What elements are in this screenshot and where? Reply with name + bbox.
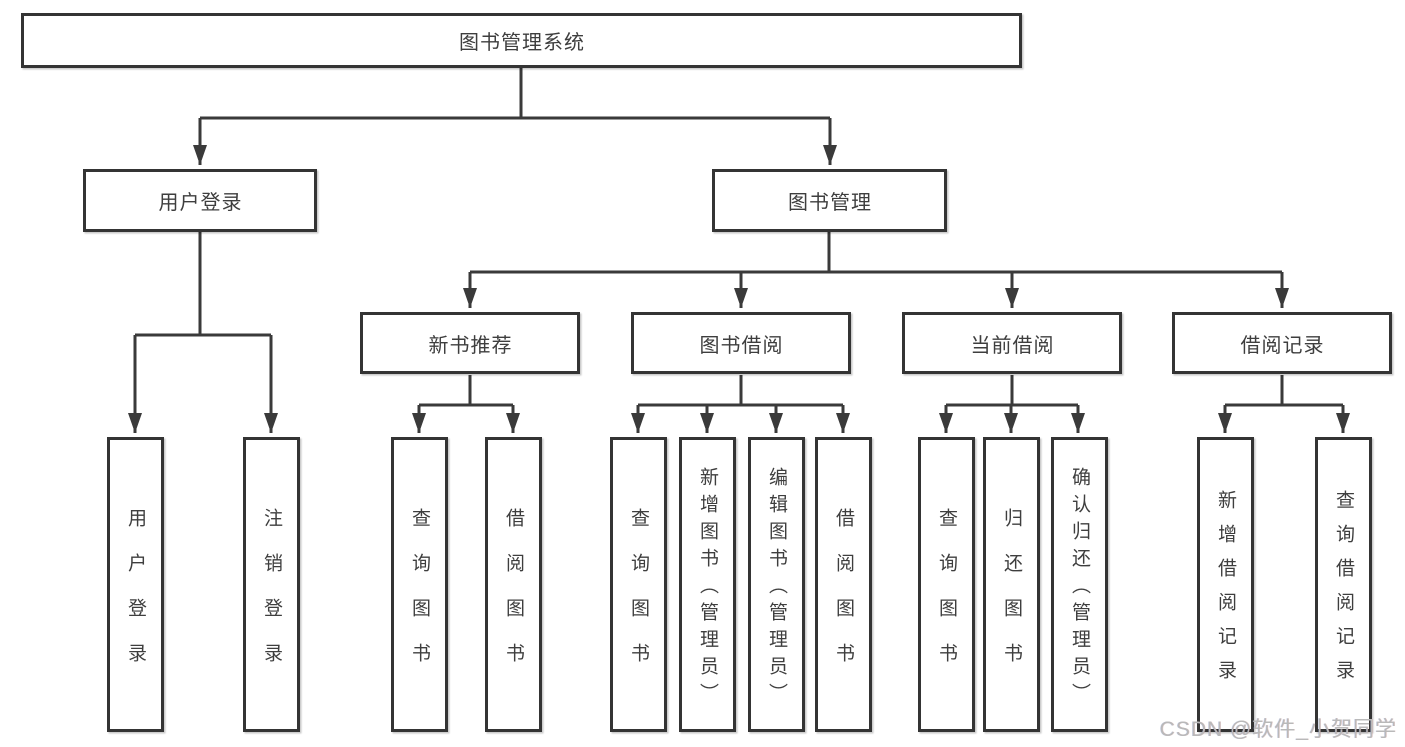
leaf-return-books: 归还图书 (983, 437, 1040, 732)
node-borrow-records: 借阅记录 (1172, 312, 1392, 374)
leaf-return-books-label: 归还图书 (1001, 507, 1022, 688)
leaf-borrow-books-recommend: 借阅图书 (485, 437, 542, 732)
leaf-add-books-admin-label: 新增图书（管理员） (697, 467, 718, 710)
node-user-login-label: 用户登录 (158, 192, 243, 214)
node-borrow-records-label: 借阅记录 (1240, 334, 1325, 357)
leaf-add-books-admin: 新增图书（管理员） (679, 437, 736, 732)
node-book-borrow: 图书借阅 (631, 312, 851, 374)
connector-trunks (135, 68, 1343, 407)
leaf-borrow-books: 借阅图书 (815, 437, 872, 732)
csdn-watermark: CSDN @软件_小贺同学 (1159, 718, 1397, 741)
leaf-add-borrow-record-label: 新增借阅记录 (1215, 490, 1236, 694)
leaf-logout-login: 注销登录 (243, 437, 300, 732)
leaf-add-borrow-record: 新增借阅记录 (1197, 437, 1254, 732)
leaf-borrow-books-recommend-label: 借阅图书 (503, 507, 524, 688)
node-new-book-recommend-label: 新书推荐 (428, 334, 513, 357)
leaf-borrow-books-label: 借阅图书 (833, 507, 854, 688)
leaf-query-books-current: 查询图书 (918, 437, 975, 732)
leaf-query-books-recommend-label: 查询图书 (409, 507, 430, 688)
node-root-label: 图书管理系统 (459, 32, 585, 54)
leaf-edit-books-admin-label: 编辑图书（管理员） (766, 467, 787, 710)
node-book-management: 图书管理 (712, 169, 947, 232)
node-book-borrow-label: 图书借阅 (699, 334, 784, 357)
leaf-query-books-recommend: 查询图书 (391, 437, 448, 732)
node-current-borrow-label: 当前借阅 (970, 334, 1055, 357)
leaf-edit-books-admin: 编辑图书（管理员） (748, 437, 805, 732)
leaf-confirm-return-admin: 确认归还（管理员） (1051, 437, 1108, 732)
leaf-query-books-current-label: 查询图书 (936, 507, 957, 688)
leaf-query-borrow-record: 查询借阅记录 (1315, 437, 1372, 732)
leaf-user-login-label: 用户登录 (125, 507, 146, 688)
leaf-user-login: 用户登录 (107, 437, 164, 732)
leaf-logout-login-label: 注销登录 (261, 507, 282, 688)
node-book-management-label: 图书管理 (788, 192, 872, 214)
leaf-query-borrow-record-label: 查询借阅记录 (1333, 490, 1354, 694)
leaf-query-books-borrow: 查询图书 (610, 437, 667, 732)
node-new-book-recommend: 新书推荐 (360, 312, 580, 374)
node-root-library-management-system: 图书管理系统 (21, 13, 1022, 68)
node-user-login: 用户登录 (83, 169, 317, 232)
leaf-query-books-borrow-label: 查询图书 (628, 507, 649, 688)
leaf-confirm-return-admin-label: 确认归还（管理员） (1069, 467, 1090, 710)
node-current-borrow: 当前借阅 (902, 312, 1122, 374)
